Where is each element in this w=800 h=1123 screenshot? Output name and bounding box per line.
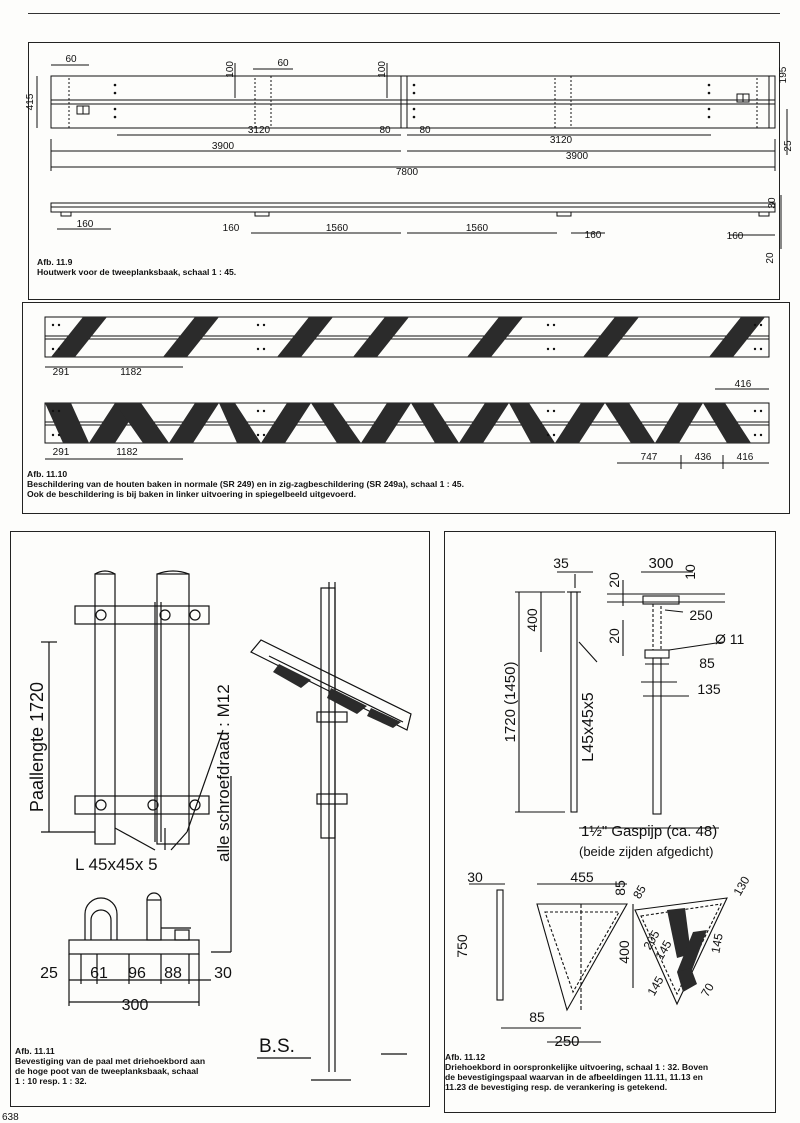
dim-415: 415: [25, 93, 36, 110]
stripes-zigzag: [45, 403, 751, 443]
dim-3900-left: 3900: [212, 141, 235, 152]
figure-11-9-caption: Afb. 11.9 Houtwerk voor de tweeplanksbaa…: [37, 257, 767, 277]
dim-416-zigzag: 416: [737, 452, 754, 463]
dim-416-normal: 416: [735, 379, 752, 390]
rdim-130: 130: [730, 874, 752, 899]
dim-160-b: 160: [223, 223, 240, 234]
figure-11-9-number: Afb. 11.9: [37, 257, 73, 267]
figure-11-12-caption-line-3: 11.23 de bevestiging resp. de verankerin…: [445, 1082, 668, 1092]
dim-25: 25: [40, 965, 58, 982]
dim-436: 436: [695, 452, 712, 463]
baken-normal-outline: [44, 316, 770, 358]
dim-3120-right: 3120: [550, 135, 573, 146]
dim-300: 300: [648, 555, 673, 572]
figure-11-11-number: Afb. 11.11: [15, 1046, 55, 1056]
label-l45x45x5: L45x45x5: [580, 692, 597, 761]
dim-diameter-11: Ø 11: [715, 631, 745, 647]
dim-96: 96: [128, 965, 146, 982]
dim-160-d: 160: [727, 231, 744, 242]
dim-20-top: 20: [606, 572, 622, 588]
dim-100-left: 100: [225, 61, 236, 78]
dim-300: 300: [122, 997, 149, 1014]
dim-100-mid: 100: [377, 61, 388, 78]
stripes-normal: [51, 317, 765, 357]
figure-11-11-caption-line-1: Bevestiging van de paal met driehoekbord…: [15, 1056, 206, 1066]
rdim-70: 70: [698, 980, 717, 999]
figure-11-9-panel: 60 60 100 100 415 195 25 3120 80 80 3120…: [25, 42, 794, 300]
figure-11-11-caption-line-3: 1 : 10 resp. 1 : 32.: [15, 1076, 87, 1086]
dim-61: 61: [90, 965, 108, 982]
dim-7800: 7800: [396, 167, 419, 178]
dim-85-top: 85: [612, 880, 628, 896]
dim-1560-left: 1560: [326, 223, 349, 234]
figure-11-11-caption-line-2: de hoge poot van de tweeplanksbaak, scha…: [15, 1066, 199, 1076]
figure-11-12-number: Afb. 11.12: [445, 1052, 486, 1062]
rdim-145-c: 145: [644, 974, 666, 999]
dim-1182-zigzag: 1182: [116, 447, 138, 458]
figure-11-12-caption-line-1: Driehoekbord in oorspronkelijke uitvoeri…: [445, 1062, 709, 1072]
plank-top-outline: [50, 75, 776, 129]
dim-25: 25: [783, 140, 794, 152]
dim-747: 747: [641, 452, 658, 463]
figure-11-12-caption: Afb. 11.12 Driehoekbord in oorspronkelij…: [445, 1052, 773, 1092]
dim-10: 10: [682, 564, 698, 580]
dim-160-a: 160: [77, 219, 94, 230]
figure-11-9-caption-text: Houtwerk voor de tweeplanksbaak, schaal …: [37, 267, 237, 277]
label-height-1720: 1720 (1450): [502, 662, 519, 743]
figure-11-11-caption: Afb. 11.11 Bevestiging van de paal met d…: [15, 1046, 275, 1086]
dim-135: 135: [697, 681, 721, 697]
figure-11-10-caption-line-1: Beschildering van de houten baken in nor…: [27, 479, 464, 489]
label-paallengte: Paallengte 1720: [27, 682, 47, 812]
figure-11-12-caption-line-2: de bevestigingspaal waarvan in de afbeel…: [445, 1072, 703, 1082]
figure-11-12-panel: 35 300 10 20 250 400 20 Ø 11 85 135 1720…: [444, 531, 776, 1113]
figure-11-10-caption-line-2: Ook de beschildering is bij baken in lin…: [27, 489, 357, 499]
figure-11-11-panel: Paallengte 1720 L 45x45x 5 alle schroefd…: [10, 531, 430, 1107]
label-schroefdraad: alle schroefdraad : M12: [214, 684, 233, 862]
dim-195: 195: [778, 66, 789, 83]
dim-3120-left: 3120: [248, 125, 271, 136]
figure-11-10-drawing: 291 1182 416 291 1182 747 436 416: [44, 316, 770, 469]
figure-11-10-number: Afb. 11.10: [27, 469, 68, 479]
dim-20: 20: [765, 252, 776, 264]
dim-3900-right: 3900: [566, 151, 589, 162]
dim-60-left: 60: [65, 54, 77, 65]
dim-1182-normal: 1182: [120, 367, 142, 378]
dim-250-bottom: 250: [554, 1033, 579, 1050]
dim-400-profile: 400: [524, 608, 540, 632]
rdim-85: 85: [630, 882, 649, 901]
dim-20-mid: 20: [606, 628, 622, 644]
dim-160-c: 160: [585, 230, 602, 241]
figure-11-12-drawing: 35 300 10 20 250 400 20 Ø 11 85 135 1720…: [454, 555, 753, 1050]
dim-250-top: 250: [689, 607, 713, 623]
dim-60-mid: 60: [277, 58, 289, 69]
dim-455: 455: [570, 869, 594, 885]
figure-11-10-caption: Afb. 11.10 Beschildering van de houten b…: [27, 469, 783, 499]
dim-30: 30: [214, 965, 232, 982]
dim-291-zigzag: 291: [53, 447, 70, 458]
dim-1560-right: 1560: [466, 223, 489, 234]
triangle-stripes: [667, 908, 707, 992]
dim-80-left: 80: [379, 125, 391, 136]
dim-80-right: 80: [419, 125, 431, 136]
label-bs: B.S.: [259, 1036, 295, 1057]
dim-88: 88: [164, 965, 182, 982]
figure-11-9-drawing: 60 60 100 100 415 195 25 3120 80 80 3120…: [25, 54, 794, 264]
dim-85-pipe: 85: [699, 655, 715, 671]
dim-30: 30: [467, 869, 483, 885]
label-profile-l45: L 45x45x 5: [75, 855, 158, 874]
label-gaspijp-note: (beide zijden afgedicht): [579, 844, 713, 859]
dim-35: 35: [553, 555, 569, 571]
figure-11-11-drawing: Paallengte 1720 L 45x45x 5 alle schroefd…: [27, 570, 412, 1081]
dim-85-bottom: 85: [529, 1009, 545, 1025]
rdim-145-b: 145: [708, 932, 725, 954]
page-number: 638: [2, 1112, 19, 1123]
dim-750: 750: [454, 934, 470, 958]
page-top-rule: [28, 13, 780, 14]
figure-11-10-panel: 291 1182 416 291 1182 747 436 416 Afb. 1…: [22, 302, 790, 514]
dim-30: 30: [767, 197, 778, 209]
dim-291-normal: 291: [53, 367, 70, 378]
dim-400-triangle: 400: [616, 940, 632, 964]
label-gaspijp: 1½" Gaspijp (ca. 48): [581, 823, 717, 840]
